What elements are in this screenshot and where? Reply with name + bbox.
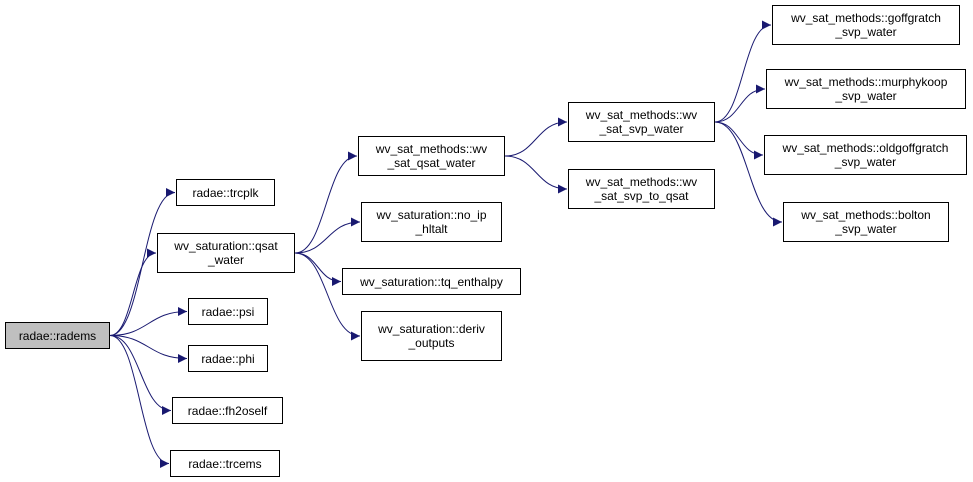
node-label-line: wv_saturation::qsat (174, 239, 278, 253)
graph-node-stq[interactable]: wv_sat_methods::wv_sat_svp_to_qsat (568, 169, 715, 209)
node-label-line: wv_saturation::no_ip (376, 208, 487, 222)
edge-rad-to-psi (109, 307, 188, 336)
node-label-line: radae::psi (201, 304, 255, 319)
graph-node-svw[interactable]: wv_sat_methods::wv_sat_svp_water (568, 102, 715, 142)
edge-qs-to-tqe (294, 252, 342, 286)
edge-rad-to-qs (109, 248, 157, 336)
node-label-line: wv_sat_methods::murphykoop (784, 75, 948, 89)
graph-node-bol[interactable]: wv_sat_methods::bolton_svp_water (783, 202, 949, 242)
node-label-line: _svp_water (834, 155, 897, 169)
node-label-line: _water (207, 253, 244, 267)
edge-svw-to-old (714, 121, 764, 160)
node-label-line: _outputs (408, 336, 455, 350)
node-label-line: wv_sat_methods::bolton (801, 208, 931, 222)
root-node: radae::radems (5, 322, 110, 349)
edge-wqw-to-svw (504, 117, 568, 157)
node-label-line: _sat_svp_to_qsat (594, 189, 689, 203)
graph-node-der[interactable]: wv_saturation::deriv_outputs (361, 311, 502, 361)
graph-node-old[interactable]: wv_sat_methods::oldgoffgratch_svp_water (764, 135, 967, 175)
edge-qs-to-wqw (294, 151, 358, 254)
node-label-line: _sat_svp_water (599, 122, 684, 136)
node-label-line: _svp_water (835, 89, 897, 103)
node-label-line: _hltalt (415, 222, 448, 236)
edge-qs-to-nip (294, 217, 361, 254)
node-label-line: radae::trcems (188, 456, 262, 471)
node-label-line: wv_sat_methods::goffgratch (791, 11, 941, 25)
graph-node-qs[interactable]: wv_saturation::qsat_water (157, 233, 295, 273)
node-label-line: wv_sat_methods::wv (585, 175, 698, 189)
graph-node-psi[interactable]: radae::psi (188, 298, 268, 325)
node-label-line: radae::radems (18, 328, 97, 343)
node-label-line: wv_saturation::tq_enthalpy (360, 274, 503, 289)
node-label-line: wv_saturation::deriv (378, 322, 485, 336)
edge-svw-to-gof (714, 20, 772, 123)
graph-node-tqe[interactable]: wv_saturation::tq_enthalpy (342, 268, 521, 295)
edge-rad-to-fh (109, 335, 172, 415)
node-label-line: wv_sat_methods::oldgoffgratch (782, 141, 949, 155)
node-label-line: _svp_water (835, 222, 897, 236)
graph-node-wqw[interactable]: wv_sat_methods::wv_sat_qsat_water (358, 136, 505, 176)
graph-node-nip[interactable]: wv_saturation::no_ip_hltalt (361, 202, 502, 242)
node-label-line: _svp_water (835, 25, 897, 39)
edge-wqw-to-stq (504, 155, 568, 194)
edge-svw-to-bol (714, 121, 783, 227)
node-label-line: radae::trcplk (192, 185, 259, 200)
node-label-line: wv_sat_methods::wv (585, 108, 698, 122)
edge-rad-to-tce (109, 335, 170, 468)
graph-node-trc[interactable]: radae::trcplk (176, 179, 275, 206)
edge-qs-to-der (294, 252, 361, 341)
edge-rad-to-trc (109, 188, 176, 336)
node-label-line: _sat_qsat_water (387, 156, 476, 170)
graph-node-fh[interactable]: radae::fh2oself (172, 397, 283, 424)
node-label-line: radae::phi (201, 351, 255, 366)
node-label-line: wv_sat_methods::wv (375, 142, 488, 156)
graph-node-phi[interactable]: radae::phi (188, 345, 268, 372)
graph-node-tce[interactable]: radae::trcems (170, 450, 280, 477)
edge-svw-to-mur (714, 84, 766, 123)
node-label-line: radae::fh2oself (187, 403, 268, 418)
edge-rad-to-phi (109, 335, 188, 363)
graph-node-gof[interactable]: wv_sat_methods::goffgratch_svp_water (772, 5, 960, 45)
graph-node-mur[interactable]: wv_sat_methods::murphykoop_svp_water (766, 69, 966, 109)
